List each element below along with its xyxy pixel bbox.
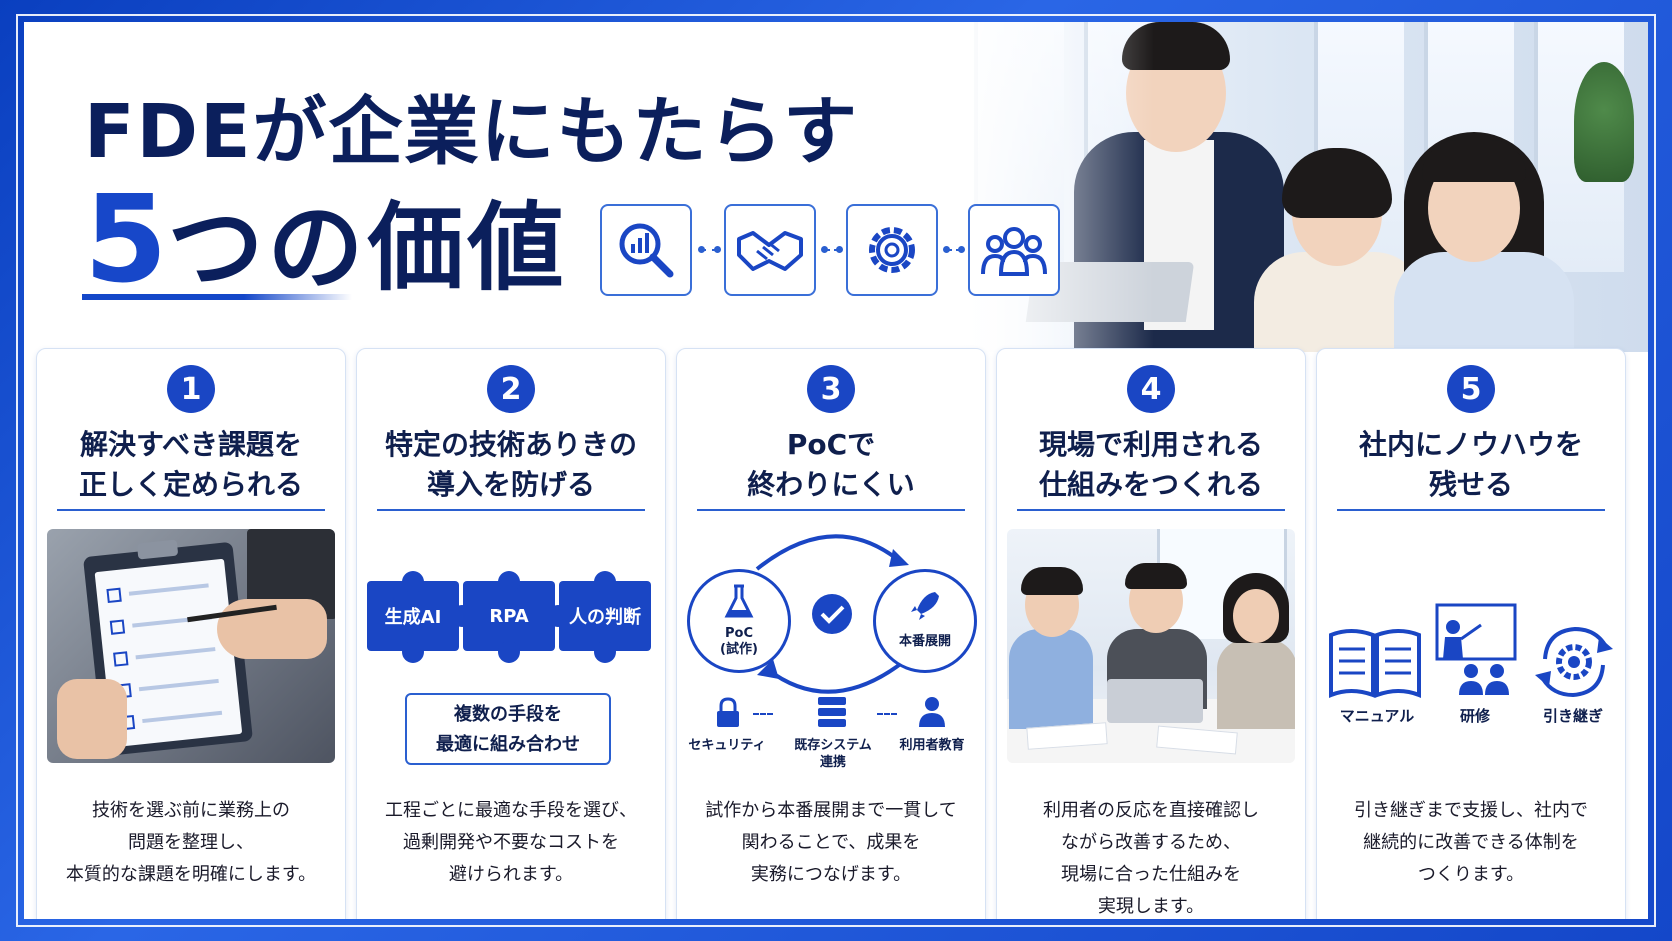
connector-line: [877, 713, 897, 715]
puzzle-diagram: 生成AI RPA 人の判断 複数の手段を 最適に組み合わせ: [367, 529, 655, 769]
man-center-hair: [1125, 563, 1187, 589]
puzzle-knob: [402, 641, 424, 663]
puzzle-knob: [498, 641, 520, 663]
card-description: 工程ごとに最適な手段を選び、 過剰開発や不要なコストを 避けられます。: [385, 800, 637, 885]
card-description: 引き継ぎまで支援し、社内で 継続的に改善できる体制を つくります。: [1354, 800, 1588, 885]
flask-icon: [724, 584, 754, 618]
man-left-hair: [1021, 567, 1083, 595]
value-card-1: 1 解決すべき課題を 正しく定められる: [36, 348, 346, 919]
page-title-line1: FDEが企業にもたらす: [84, 89, 860, 175]
connector-dot: [958, 246, 965, 253]
card-divider: [57, 509, 325, 511]
hand: [57, 679, 127, 759]
item-label: 研修: [1459, 707, 1490, 725]
card-number-badge: 1: [167, 365, 215, 413]
lock-icon: [717, 697, 739, 727]
man-left: [1009, 629, 1093, 729]
laptop: [1107, 679, 1203, 723]
puzzle-label: 生成AI: [384, 607, 442, 628]
support-label: 利用者教育: [899, 738, 965, 753]
server-icon: [818, 697, 846, 727]
value-card-5: 5 社内にノウハウを 残せる: [1316, 348, 1626, 919]
value-card-2: 2 特定の技術ありきの 導入を防げる 生成AI RPA 人の判断 複数の手段を …: [356, 348, 666, 919]
card-divider: [697, 509, 965, 511]
meeting-photo: [1007, 529, 1295, 769]
plant: [1574, 62, 1634, 182]
title-underline: [82, 294, 352, 300]
card-title: 解決すべき課題を 正しく定められる: [78, 428, 303, 501]
checklist-photo: [47, 529, 335, 769]
card-description: 技術を選ぶ前に業務上の 問題を整理し、 本質的な課題を明確にします。: [65, 800, 317, 885]
combine-box: 複数の手段を 最適に組み合わせ: [405, 693, 611, 765]
support-label: 既存システム 連携: [794, 738, 872, 770]
connector-line: [946, 249, 962, 251]
card-description: 試作から本番展開まで一貫して 関わることで、成果を 実務につなげます。: [705, 800, 957, 885]
training-icon: [1435, 603, 1517, 695]
magnifier-chart-icon: [600, 204, 692, 296]
value-card-4: 4 現場で利用される 仕組みをつくれる: [996, 348, 1306, 919]
puzzle-knob: [402, 571, 424, 593]
poc-cycle-diagram: PoC (試作) 本番展開 セキュリティ 既存システム 連携 利用者教育: [687, 529, 977, 770]
infographic-canvas: FDEが企業にもたらす 5つの価値 1 解決すべき課題を 正しく定められる: [24, 22, 1648, 919]
item-label: 引き継ぎ: [1542, 707, 1603, 725]
card-number-badge: 3: [807, 365, 855, 413]
poc-circle: PoC (試作): [687, 569, 791, 673]
puzzle-knob: [594, 641, 616, 663]
connector-line: [700, 249, 718, 251]
card-title: 現場で利用される 仕組みをつくれる: [1038, 428, 1263, 501]
production-circle: 本番展開: [873, 569, 977, 673]
page-title-line2: 5つの価値: [84, 170, 568, 310]
puzzle-label: RPA: [489, 605, 529, 627]
card-number-badge: 2: [487, 365, 535, 413]
support-label: セキュリティ: [688, 738, 766, 753]
trainer-icon: [919, 697, 945, 727]
connector-dot: [714, 246, 721, 253]
woman-right: [1217, 639, 1295, 729]
handover-cycle-icon: [1535, 626, 1613, 698]
card-divider: [1337, 509, 1605, 511]
connector-line: [824, 249, 840, 251]
title-number: 5: [84, 171, 168, 310]
knowledge-icons: マニュアル 研修 引き継ぎ: [1327, 529, 1615, 769]
hero-fade: [954, 22, 1154, 352]
connector-line: [753, 713, 773, 715]
gear-icon: [846, 204, 938, 296]
handshake-icon: [724, 204, 816, 296]
puzzle-label: 人の判断: [569, 607, 641, 628]
card-title: PoCで 終わりにくい: [747, 428, 915, 501]
title-rest: つの価値: [167, 192, 568, 304]
card-title: 特定の技術ありきの 導入を防げる: [384, 428, 637, 501]
puzzle-knob: [594, 571, 616, 593]
card-number-badge: 4: [1127, 365, 1175, 413]
card-divider: [1017, 509, 1285, 511]
card-divider: [377, 509, 645, 511]
item-label: マニュアル: [1339, 707, 1415, 725]
puzzle-knob: [498, 571, 520, 593]
production-label: 本番展開: [898, 634, 951, 649]
value-card-3: 3 PoCで 終わりにくい PoC (試作) 本番展開: [676, 348, 986, 919]
card-description: 利用者の反応を直接確認し ながら改善するため、 現場に合った仕組みを 実現します…: [1043, 800, 1259, 917]
card-title: 社内にノウハウを 残せる: [1358, 428, 1583, 501]
rocket-icon: [911, 592, 939, 620]
woman-right-face: [1233, 589, 1279, 643]
card-number-badge: 5: [1447, 365, 1495, 413]
cycle-arrows: [755, 534, 909, 694]
poc-label: PoC (試作): [720, 626, 758, 657]
team-icon: [968, 204, 1060, 296]
manual-book-icon: [1329, 629, 1421, 698]
connector-dot: [836, 246, 843, 253]
